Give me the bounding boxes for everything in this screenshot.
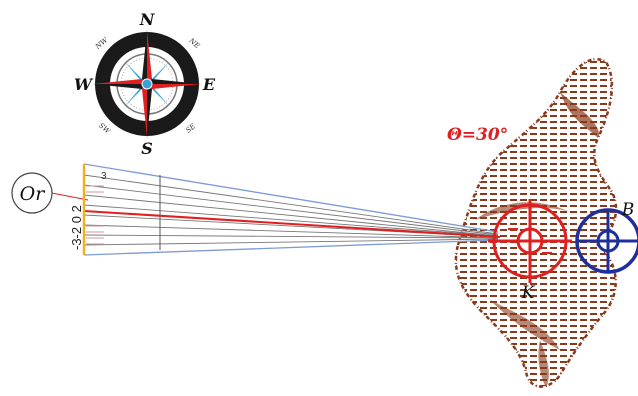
origin-connector xyxy=(51,192,89,201)
compass-label-south: S xyxy=(141,139,153,158)
fan-upper-boundary xyxy=(83,163,499,233)
ruler-ticks xyxy=(86,185,104,245)
map-outline xyxy=(454,57,618,388)
target-b-reticle xyxy=(575,208,638,274)
compass-label-southwest: SW xyxy=(97,122,112,136)
compass-rose: N S E W NE NW SE SW xyxy=(74,10,216,158)
target-k-reticle xyxy=(488,199,572,283)
angle-label: Θ=30° xyxy=(447,125,508,145)
compass-center xyxy=(141,78,153,90)
compass-label-west: W xyxy=(74,75,94,94)
target-k-label: K xyxy=(521,283,536,303)
compass-label-north: N xyxy=(139,10,156,29)
ruler-scale-top: 3 xyxy=(101,171,107,182)
ruler: 3 -3-2 0 2 xyxy=(69,164,107,255)
compass-main-star xyxy=(93,30,201,138)
compass-label-east: E xyxy=(202,75,216,94)
ruler-scale-side: -3-2 0 2 xyxy=(69,205,84,250)
origin-label: Or xyxy=(20,183,47,205)
compass-label-northeast: NE xyxy=(187,36,202,50)
fan-lower-boundary xyxy=(83,239,499,256)
ray-fan xyxy=(83,163,501,256)
fan-inner-rays xyxy=(83,174,499,246)
target-ray xyxy=(83,210,501,238)
compass-label-northwest: NW xyxy=(93,36,110,52)
origin-marker: Or xyxy=(11,172,89,214)
target-b-label: B xyxy=(621,200,635,220)
compass-label-southeast: SE xyxy=(184,122,197,134)
compass-diagonal-pointers xyxy=(124,61,170,107)
